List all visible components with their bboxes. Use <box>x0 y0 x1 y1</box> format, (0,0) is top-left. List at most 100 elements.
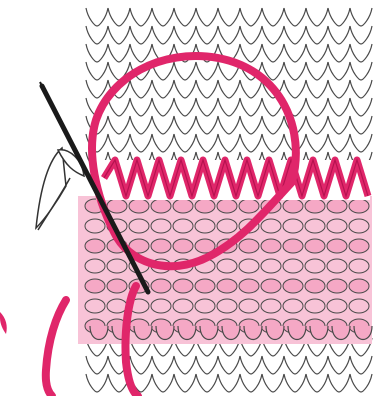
purl-bump <box>305 199 325 213</box>
knit-stitch <box>174 374 185 392</box>
purl-bump <box>195 199 215 213</box>
knit-stitch <box>328 356 339 374</box>
purl-bump <box>305 299 325 313</box>
purl-bump <box>151 219 171 233</box>
knit-stitch <box>97 8 108 26</box>
knit-stitch <box>317 80 328 98</box>
knit-stitch <box>240 374 251 392</box>
purl-bump <box>85 259 105 273</box>
knit-stitch <box>240 80 251 98</box>
knit-stitch <box>284 8 295 26</box>
knit-stitch <box>328 80 339 98</box>
knit-stitch <box>328 44 339 62</box>
knit-stitch <box>328 8 339 26</box>
knit-stitch <box>119 134 130 152</box>
knit-stitch <box>273 116 284 134</box>
knit-stitch <box>119 98 130 116</box>
knit-stitch <box>229 8 240 26</box>
knit-stitch <box>262 26 273 44</box>
knit-stitch <box>163 374 174 392</box>
knit-stitch <box>141 26 152 44</box>
knit-stitch <box>262 374 273 392</box>
knit-stitch <box>152 8 163 26</box>
knit-stitch <box>163 80 174 98</box>
knit-stitch <box>284 356 295 374</box>
purl-bump <box>327 239 347 253</box>
knit-stitch <box>339 62 350 80</box>
knit-stitch <box>218 374 229 392</box>
knit-stitch <box>295 80 306 98</box>
knit-stitch <box>229 98 240 116</box>
knit-stitch <box>119 44 130 62</box>
purl-bump <box>195 279 215 293</box>
purl-bump <box>239 279 259 293</box>
knit-stitch <box>108 374 119 392</box>
knit-stitch <box>251 44 262 62</box>
knit-stitch <box>229 116 240 134</box>
purl-bump <box>261 259 281 273</box>
knit-stitch <box>207 116 218 134</box>
purl-bump <box>283 279 303 293</box>
purl-bump <box>85 279 105 293</box>
knit-stitch <box>196 98 207 116</box>
purl-bump <box>173 199 193 213</box>
knit-stitch <box>196 116 207 134</box>
purl-bump <box>327 299 347 313</box>
purl-bump <box>85 299 105 313</box>
knit-stitch <box>240 356 251 374</box>
knit-stitch <box>141 98 152 116</box>
knit-stitch <box>163 116 174 134</box>
knit-stitch <box>251 98 262 116</box>
purl-bump <box>217 279 237 293</box>
knit-stitch <box>273 44 284 62</box>
knit-stitch <box>251 356 262 374</box>
knit-stitch <box>207 26 218 44</box>
knit-stitch <box>350 98 361 116</box>
purl-bump <box>261 239 281 253</box>
knit-stitch <box>207 374 218 392</box>
yarn-end-accent <box>0 312 7 334</box>
knit-stitch <box>163 8 174 26</box>
pink-knit-rows <box>78 196 372 344</box>
upper-knit-fabric <box>86 8 372 170</box>
knit-stitch <box>317 134 328 152</box>
knit-stitch <box>295 374 306 392</box>
knit-stitch <box>273 62 284 80</box>
knit-stitch <box>350 80 361 98</box>
knit-stitch <box>306 116 317 134</box>
knit-stitch <box>251 80 262 98</box>
knit-stitch <box>262 116 273 134</box>
purl-bump <box>151 239 171 253</box>
knit-stitch <box>262 134 273 152</box>
purl-bump <box>283 299 303 313</box>
knit-stitch <box>339 356 350 374</box>
purl-bump <box>349 199 369 213</box>
purl-bump <box>173 239 193 253</box>
loose-white-thread <box>36 148 84 230</box>
purl-bump <box>151 199 171 213</box>
knit-stitch <box>350 356 361 374</box>
knit-stitch <box>306 134 317 152</box>
knit-stitch <box>141 8 152 26</box>
knit-stitch <box>196 356 207 374</box>
knit-stitch <box>141 44 152 62</box>
knit-stitch <box>361 26 372 44</box>
knit-stitch <box>284 62 295 80</box>
knit-stitch <box>86 374 97 392</box>
knit-stitch <box>174 98 185 116</box>
knit-stitch <box>306 98 317 116</box>
knit-stitch <box>339 8 350 26</box>
knit-stitch <box>350 8 361 26</box>
knit-stitch <box>218 8 229 26</box>
purl-bump <box>349 239 369 253</box>
knit-stitch <box>295 8 306 26</box>
knit-stitch <box>97 26 108 44</box>
knit-stitch <box>251 374 262 392</box>
purl-bump <box>261 299 281 313</box>
knit-stitch <box>141 356 152 374</box>
knit-stitch <box>350 374 361 392</box>
knit-stitch <box>328 134 339 152</box>
knit-stitch <box>207 98 218 116</box>
knit-stitch <box>295 62 306 80</box>
knit-stitch <box>185 116 196 134</box>
